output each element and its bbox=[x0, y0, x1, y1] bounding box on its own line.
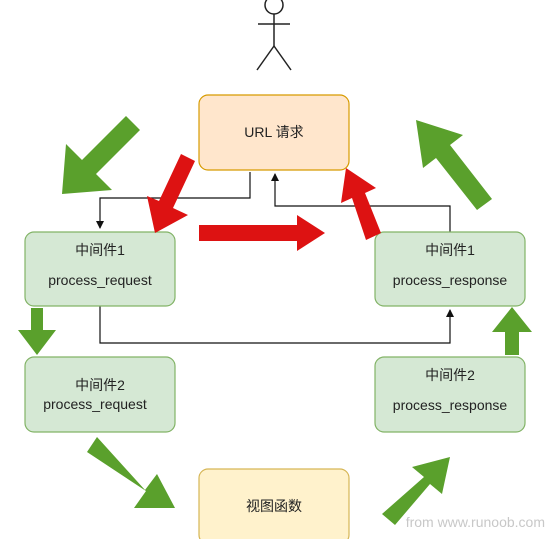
green-arrow-top-right bbox=[416, 120, 492, 210]
view-function-node: 视图函数 bbox=[198, 468, 350, 539]
url-request-label: URL 请求 bbox=[244, 124, 303, 140]
middleware1-response-title: 中间件1 bbox=[425, 242, 475, 258]
middleware1-request-title: 中间件1 bbox=[75, 242, 125, 258]
view-function-label: 视图函数 bbox=[246, 498, 302, 514]
watermark: from www.runoob.com bbox=[406, 514, 545, 530]
middleware2-response-node: 中间件2 process_response bbox=[374, 356, 526, 433]
green-arrow-right-up bbox=[492, 307, 532, 355]
green-arrow-top-left bbox=[62, 116, 140, 194]
red-arrow-up bbox=[341, 168, 381, 240]
green-arrow-bottom-right bbox=[382, 457, 450, 525]
middleware1-response-method: process_response bbox=[393, 272, 508, 288]
middleware2-request-method: process_request bbox=[43, 396, 147, 412]
url-request-node: URL 请求 bbox=[198, 94, 350, 171]
green-arrow-bottom-left bbox=[87, 437, 175, 508]
middleware1-request-method: process_request bbox=[48, 272, 152, 288]
middleware2-request-title: 中间件2 bbox=[75, 377, 125, 393]
middleware1-response-node: 中间件1 process_response bbox=[374, 231, 526, 307]
green-arrow-left-down bbox=[18, 308, 56, 355]
middleware2-request-node: 中间件2 process_request bbox=[24, 356, 176, 433]
middleware1-request-node: 中间件1 process_request bbox=[24, 231, 176, 307]
red-arrow-url-down bbox=[147, 154, 195, 233]
middleware2-response-method: process_response bbox=[393, 397, 508, 413]
user-icon bbox=[256, 0, 292, 71]
connector-mw1-request-to-mw1-response bbox=[99, 306, 454, 344]
middleware2-response-title: 中间件2 bbox=[425, 367, 475, 383]
red-arrow-right bbox=[199, 215, 325, 251]
